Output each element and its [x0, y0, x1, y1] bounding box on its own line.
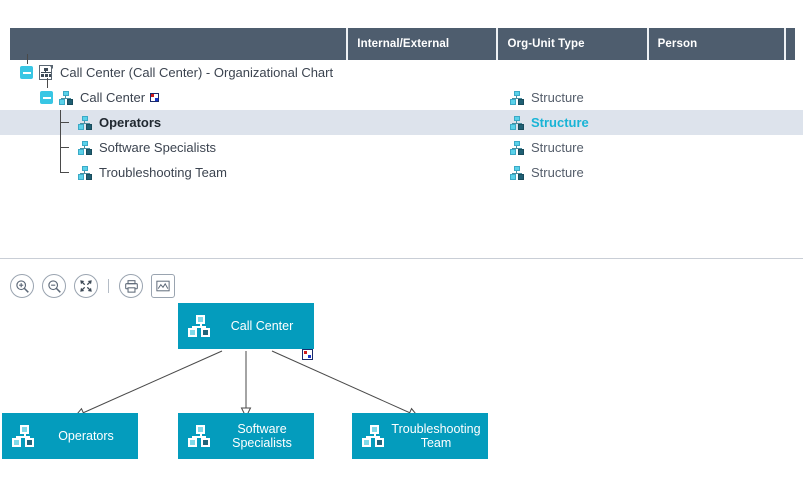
- column-header-org-unit-type[interactable]: Org-Unit Type: [498, 28, 649, 60]
- grid-header-row: Internal/External Org-Unit Type Person: [10, 28, 796, 60]
- fit-to-screen-icon[interactable]: [74, 274, 98, 298]
- org-unit-icon: [77, 115, 93, 130]
- org-unit-icon: [12, 425, 38, 447]
- org-unit-icon: [509, 115, 525, 130]
- status-badge-icon: [302, 349, 313, 360]
- zoom-out-icon[interactable]: [42, 274, 66, 298]
- collapse-icon[interactable]: [40, 91, 53, 104]
- node-label: Software Specialists: [232, 422, 292, 450]
- table-row[interactable]: Call Center Structure: [0, 85, 803, 110]
- diagram-node-software-specialists[interactable]: Software Specialists: [178, 413, 314, 459]
- divider-gap: [0, 259, 803, 269]
- tree-connector: [27, 54, 28, 64]
- row-name-cell: Call Center: [0, 85, 507, 110]
- panel-divider[interactable]: [0, 258, 803, 259]
- zoom-in-icon[interactable]: [10, 274, 34, 298]
- node-label: Troubleshooting Team: [391, 422, 481, 450]
- org-unit-icon: [509, 90, 525, 105]
- row-org-unit-type-cell: Structure: [509, 135, 584, 160]
- table-row[interactable]: Software Specialists Structure: [0, 135, 803, 160]
- org-unit-icon: [77, 165, 93, 180]
- org-unit-icon: [509, 165, 525, 180]
- node-label: Operators: [58, 429, 114, 443]
- org-unit-type-value: Structure: [531, 115, 589, 130]
- row-name-cell: Call Center (Call Center) - Organization…: [0, 60, 507, 85]
- toolbar-separator: [108, 279, 109, 293]
- grid-body: Call Center (Call Center) - Organization…: [0, 60, 803, 185]
- print-icon[interactable]: [119, 274, 143, 298]
- org-unit-icon: [362, 425, 388, 447]
- diagram-edges: [0, 350, 803, 500]
- row-org-unit-type-cell: Structure: [509, 85, 584, 110]
- org-unit-icon: [58, 90, 74, 105]
- column-header-name[interactable]: [10, 28, 349, 60]
- org-unit-icon: [509, 140, 525, 155]
- table-row[interactable]: Operators Structure: [0, 110, 803, 135]
- row-name-cell: Troubleshooting Team: [0, 160, 507, 185]
- top-spacer: [0, 0, 803, 28]
- collapse-icon[interactable]: [20, 66, 33, 79]
- tree-connector: [47, 78, 48, 88]
- org-unit-icon: [188, 315, 214, 337]
- diagram-canvas[interactable]: Call Center Operators Software Specialis…: [0, 303, 803, 500]
- document-chart-icon: [38, 64, 54, 81]
- row-name-cell: Software Specialists: [0, 135, 507, 160]
- node-label: Call Center: [230, 319, 294, 333]
- tree-connector: [60, 160, 74, 185]
- row-org-unit-type-cell: Structure: [509, 160, 584, 185]
- tree-connector: [60, 110, 74, 135]
- row-label: Call Center (Call Center) - Organization…: [60, 65, 334, 80]
- org-unit-type-value: Structure: [531, 140, 584, 155]
- tree-connector: [60, 135, 74, 160]
- status-badge-icon: [150, 93, 160, 102]
- org-unit-icon: [188, 425, 214, 447]
- diagram-node-troubleshooting-team[interactable]: Troubleshooting Team: [352, 413, 488, 459]
- column-header-extra[interactable]: [786, 28, 796, 60]
- column-header-internal-external[interactable]: Internal/External: [348, 28, 499, 60]
- column-header-person[interactable]: Person: [648, 28, 787, 60]
- org-unit-type-value: Structure: [531, 165, 584, 180]
- org-unit-icon: [77, 140, 93, 155]
- row-label: Software Specialists: [99, 140, 217, 155]
- row-label: Operators: [99, 115, 162, 130]
- table-row[interactable]: Call Center (Call Center) - Organization…: [0, 60, 803, 85]
- row-name-cell: Operators: [0, 110, 507, 135]
- row-label: Call Center: [80, 90, 146, 105]
- diagram-node-operators[interactable]: Operators: [2, 413, 138, 459]
- row-org-unit-type-cell: Structure: [509, 110, 589, 135]
- org-chart-grid-panel: Internal/External Org-Unit Type Person: [0, 28, 803, 258]
- diagram-node-call-center[interactable]: Call Center: [178, 303, 314, 360]
- diagram-toolbar: [0, 269, 803, 303]
- org-unit-type-value: Structure: [531, 90, 584, 105]
- row-label: Troubleshooting Team: [99, 165, 227, 180]
- export-image-icon[interactable]: [151, 274, 175, 298]
- table-row[interactable]: Troubleshooting Team Structure: [0, 160, 803, 185]
